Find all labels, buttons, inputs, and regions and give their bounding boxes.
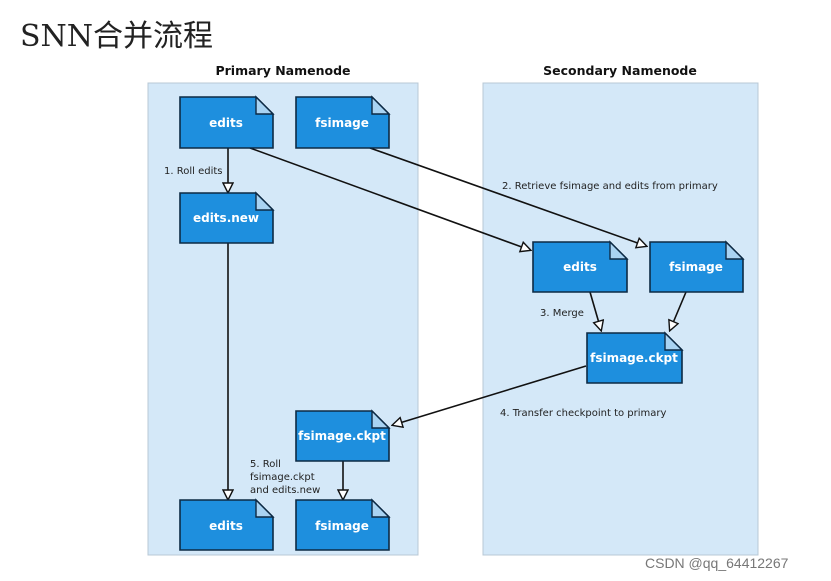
svg-text:edits: edits [209, 116, 243, 130]
arrow-merge-edits [589, 291, 601, 330]
doc-p-edits-new: edits.new [179, 191, 275, 244]
doc-p-fsimage: fsimage [295, 95, 391, 149]
doc-p-ckpt: fsimage.ckpt [295, 409, 391, 462]
arrows [228, 147, 687, 499]
primary-panel [147, 82, 419, 556]
secondary-heading: Secondary Namenode [543, 63, 697, 78]
arrow-merge-fsimage [670, 291, 687, 330]
doc-p-edits-final: edits [179, 498, 275, 551]
svg-text:fsimage.ckpt: fsimage.ckpt [590, 351, 678, 365]
watermark: CSDN @qq_64412267 [645, 555, 789, 571]
step-4-label: 4. Transfer checkpoint to primary [500, 408, 667, 419]
arrow-retrieve-edits [249, 147, 530, 250]
step-5-label-line3: and edits.new [250, 485, 320, 496]
step-3-label: 3. Merge [540, 308, 584, 319]
doc-s-fsimage: fsimage [649, 240, 745, 293]
page-title: SNN合并流程 [20, 19, 213, 54]
arrow-retrieve-fsimage [369, 147, 646, 246]
svg-text:edits.new: edits.new [193, 211, 259, 225]
secondary-panel [482, 82, 759, 556]
step-1-label: 1. Roll edits [164, 166, 222, 177]
doc-s-edits: edits [532, 240, 629, 293]
svg-text:edits: edits [563, 260, 597, 274]
primary-heading: Primary Namenode [215, 63, 350, 78]
svg-text:edits: edits [209, 519, 243, 533]
step-5-label-line2: fsimage.ckpt [250, 472, 315, 483]
svg-text:fsimage: fsimage [669, 260, 723, 274]
svg-text:fsimage: fsimage [315, 519, 369, 533]
svg-text:fsimage.ckpt: fsimage.ckpt [298, 429, 386, 443]
step-2-label: 2. Retrieve fsimage and edits from prima… [502, 181, 718, 192]
step-5-label-line1: 5. Roll [250, 459, 281, 470]
arrow-transfer-checkpoint [393, 365, 587, 425]
doc-p-fsimage-final: fsimage [295, 498, 391, 551]
svg-text:fsimage: fsimage [315, 116, 369, 130]
doc-p-edits: edits [179, 95, 275, 149]
doc-s-ckpt: fsimage.ckpt [586, 331, 684, 384]
